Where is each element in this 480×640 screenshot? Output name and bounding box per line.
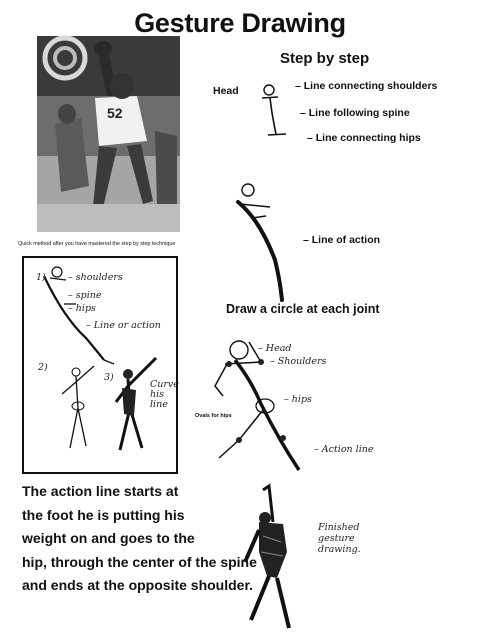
quick-label-shoulders: – shoulders — [68, 272, 123, 283]
quick-label-1: 1) — [36, 272, 46, 283]
shoulders-line-label: – Line connecting shoulders — [295, 80, 438, 92]
quick-method-sketches — [43, 266, 158, 451]
explanation-line-2: the foot he is putting his — [22, 506, 185, 523]
ovals-for-hips-label: Ovals for hips — [195, 413, 232, 419]
circle-joints-heading: Draw a circle at each joint — [226, 302, 380, 316]
action-line-explanation: The action line starts at the foot he is… — [22, 480, 262, 598]
spine-line-label: – Line following spine — [300, 107, 410, 119]
basketball-photo: 52 — [37, 35, 180, 232]
finished-gesture-figure — [243, 483, 291, 629]
page-title: Gesture Drawing — [134, 8, 346, 38]
quick-label-curve: Curve his line — [150, 379, 179, 410]
explanation-line-3: weight on and goes to the — [22, 530, 195, 546]
hips-line-label: – Line connecting hips — [307, 132, 421, 144]
circle-label-hips: – hips — [284, 394, 312, 405]
circle-label-action: – Action line — [314, 444, 374, 455]
explanation-line-4: hip, through the center of the spine — [22, 553, 257, 570]
joint-circles-figure — [214, 340, 301, 471]
circle-label-shoulders: – Shoulders — [270, 356, 327, 367]
quick-label-spine: – spine — [68, 290, 102, 301]
quick-method-box: 1) – shoulders – spine – hips – Line or … — [22, 256, 179, 474]
explanation-line-1: The action line starts at — [22, 483, 179, 499]
circle-label-head: – Head — [258, 343, 292, 354]
line-of-action-label: – Line of action — [303, 234, 381, 246]
quick-method-note: Quick method after you have mastered the… — [18, 241, 176, 247]
quick-label-2: 2) — [38, 362, 48, 373]
quick-label-3: 3) — [104, 372, 114, 383]
line-of-action-figure — [236, 183, 284, 302]
quick-label-hips: – hips — [68, 303, 96, 314]
svg-text:52: 52 — [107, 105, 123, 121]
head-label: Head — [213, 85, 239, 97]
quick-label-action: – Line or action — [86, 320, 161, 331]
step-stick-figure — [261, 84, 287, 136]
step-by-step-heading: Step by step — [280, 50, 370, 67]
explanation-line-5: and ends at the opposite shoulder. — [22, 577, 254, 593]
finished-gesture-label: Finished gesture drawing. — [318, 522, 361, 555]
